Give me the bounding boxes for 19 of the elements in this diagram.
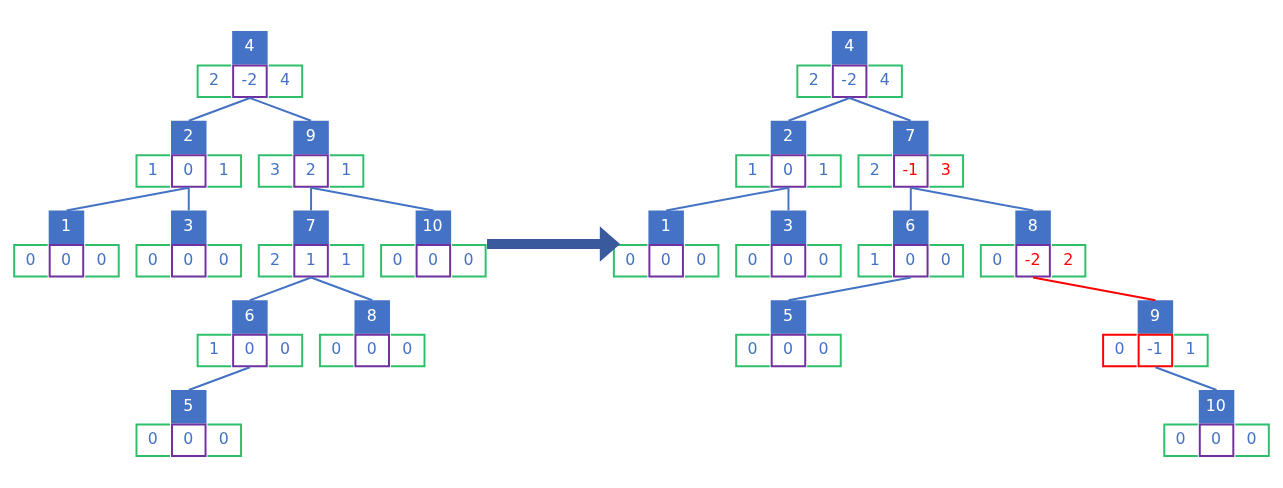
connector xyxy=(848,97,912,122)
connector xyxy=(1154,366,1218,391)
connector xyxy=(187,186,190,212)
connector xyxy=(187,97,251,122)
connector xyxy=(248,97,313,122)
connector xyxy=(248,276,313,302)
connector xyxy=(1032,276,1157,302)
connector xyxy=(787,276,912,302)
connector xyxy=(909,186,912,212)
connector xyxy=(187,366,251,391)
connector xyxy=(665,186,790,212)
connector xyxy=(310,276,374,302)
connector xyxy=(787,97,851,122)
arrow xyxy=(487,226,621,262)
connector xyxy=(787,186,790,212)
connector xyxy=(310,186,435,212)
connector xyxy=(310,186,313,212)
connector xyxy=(65,186,190,212)
connector xyxy=(909,186,1035,212)
